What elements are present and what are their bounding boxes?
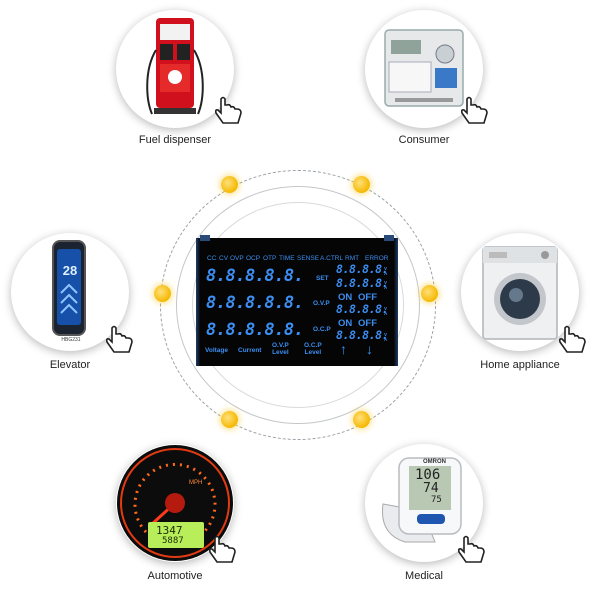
lcd-label-rmt: RMT: [345, 255, 360, 262]
orbit-dot: [421, 285, 438, 302]
lcd-unit-a: A: [384, 311, 388, 316]
lcd-voltage-label: Voltage: [205, 347, 228, 354]
orbit-dot: [154, 285, 171, 302]
lcd-set-digits-2: 8.8.8.8.: [336, 276, 389, 290]
lcd-ocp-label: O.C.P: [313, 326, 331, 333]
middle-ring: [176, 186, 420, 424]
consumer-caption: Consumer: [398, 134, 450, 146]
fuel-dispenser-icon: [146, 18, 204, 115]
blood-pressure-monitor-icon: [381, 457, 462, 543]
arrow-up-icon: ↑: [340, 341, 347, 357]
lcd-unit-v: V: [384, 280, 388, 285]
home-appliance-caption: Home appliance: [480, 359, 560, 371]
lcd-label-time: TIME: [279, 255, 295, 262]
inner-ring: [192, 202, 404, 408]
speedometer-unit: MPH: [189, 480, 203, 486]
lcd-unit-a: A: [384, 337, 388, 342]
pointing-hand-icon: [105, 325, 133, 353]
bp-diastolic: 74: [423, 481, 439, 496]
lcd-label-ocp: OCP: [246, 255, 261, 262]
elevator-caption: Elevator: [49, 359, 91, 371]
fuel-dispenser-caption: Fuel dispenser: [138, 134, 212, 146]
elevator-brand: HBG231: [61, 337, 81, 343]
home-appliance-card[interactable]: [461, 233, 579, 351]
lcd-label-sense: SENSE: [297, 255, 320, 262]
lcd-label-error: ERROR: [365, 255, 389, 262]
pointing-hand-icon: [460, 96, 488, 124]
arrow-down-icon: ↓: [366, 341, 373, 357]
lcd-label-cv: CV: [219, 255, 229, 262]
orbit-dot: [221, 411, 238, 428]
lcd-unit-v: V: [384, 306, 388, 311]
lcd-digit-row-3: 8.8.8.8.8.: [206, 320, 304, 340]
lcd-ocp-digits: 8.8.8.8.: [336, 328, 389, 342]
outer-dashed-ring: [160, 170, 436, 440]
lcd-unit-a: A: [384, 271, 388, 276]
odometer-reading-1: 1347: [156, 524, 183, 537]
lcd-ovp-on: ON: [338, 292, 353, 303]
lcd-ocp-off: OFF: [358, 318, 377, 329]
lcd-label-actrl: A.CTRL: [320, 255, 344, 262]
omron-brand: OMRON: [423, 459, 446, 465]
lcd-ovp-digits: 8.8.8.8.: [336, 302, 389, 316]
lcd-current-label: Current: [238, 347, 262, 354]
pointing-hand-icon: [457, 535, 485, 563]
medical-caption: Medical: [405, 570, 443, 582]
fuel-dispenser-card[interactable]: [116, 10, 234, 128]
orbit-dot: [353, 176, 370, 193]
pointing-hand-icon: [214, 96, 242, 124]
lcd-set-label: SET: [316, 275, 329, 282]
elevator-card[interactable]: 28 HBG231: [11, 233, 129, 351]
consumer-card[interactable]: [365, 10, 483, 128]
lcd-ocp-on: ON: [338, 318, 353, 329]
bp-systolic: 106: [415, 467, 441, 483]
odometer-reading-2: 5887: [162, 536, 184, 546]
orbit-dot: [353, 411, 370, 428]
pointing-hand-icon: [208, 535, 236, 563]
washing-machine-icon: [482, 246, 558, 340]
automotive-caption: Automotive: [147, 570, 203, 582]
pointing-hand-icon: [558, 325, 586, 353]
lcd-ovp-label: O.V.P: [313, 300, 330, 307]
lcd-unit-a: A: [384, 285, 388, 290]
lcd-unit-v: V: [384, 266, 388, 271]
lcd-ocp-level-label: O.C.P Level: [304, 342, 322, 356]
lcd-digit-row-1: 8.8.8.8.8.: [206, 266, 304, 286]
elevator-display-icon: [52, 240, 86, 336]
lcd-ovp-off: OFF: [358, 292, 377, 303]
lcd-unit-v: V: [384, 332, 388, 337]
orbit-dot: [221, 176, 238, 193]
lcd-label-cc: CC: [207, 255, 217, 262]
lcd-ovp-level-label: O.V.P Level: [272, 342, 289, 356]
lcd-label-otp: OTP: [263, 255, 277, 262]
lcd-display-panel: CC CV OVP OCP OTP TIME SENSE A.CTRL RMT …: [196, 235, 398, 366]
electricity-meter-icon: [384, 29, 464, 107]
lcd-set-digits-1: 8.8.8.8.: [336, 262, 389, 276]
speedometer-icon: [117, 445, 233, 561]
bp-pulse: 75: [431, 495, 442, 505]
lcd-digit-row-2: 8.8.8.8.8.: [206, 293, 304, 313]
lcd-label-ovp: OVP: [230, 255, 244, 262]
elevator-floor-number: 28: [62, 263, 78, 278]
